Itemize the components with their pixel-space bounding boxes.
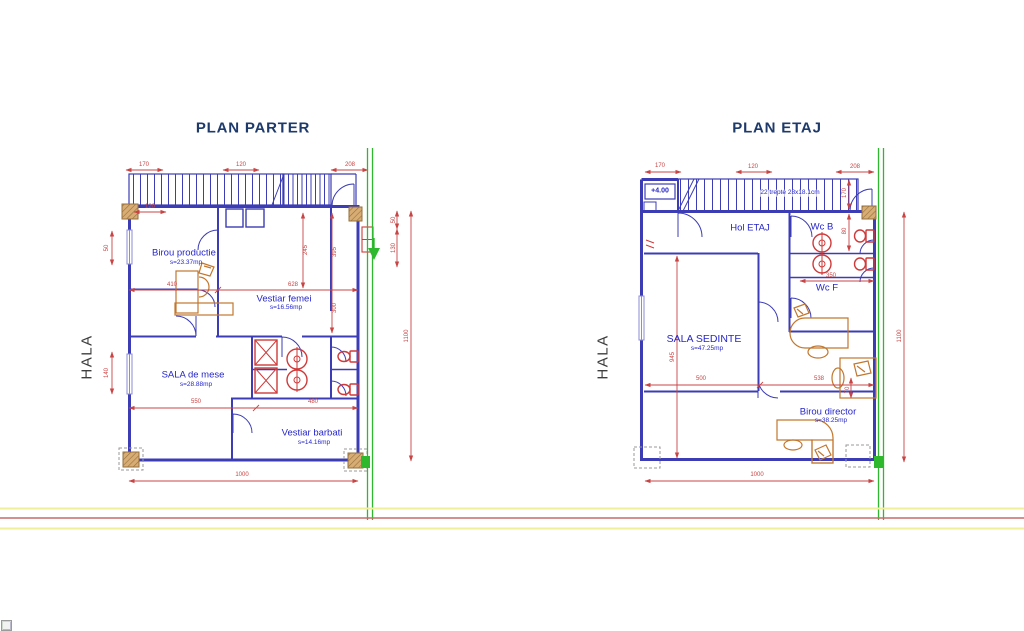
etaj-dimensions (644, 169, 907, 484)
plan-parter-title: PLAN PARTER (195, 119, 311, 137)
room-birou-director-area: s=38.25mp (814, 416, 848, 424)
dim-label: 50 (391, 216, 397, 224)
etaj-fixtures (645, 229, 875, 275)
parter-hala-wall (361, 148, 380, 520)
room-sala-de-mese-area: s=28.88mp (179, 380, 213, 388)
room-wc-b-name: Wc B (810, 221, 834, 233)
dim-label: 395 (332, 246, 338, 258)
dim-label: 410 (166, 282, 178, 288)
parter-stairs (128, 173, 357, 206)
etaj-hala-label: HALA (594, 334, 612, 380)
dim-label: 300 (332, 302, 338, 314)
dim-label: 80 (842, 227, 848, 235)
dim-label: 538 (813, 376, 825, 382)
level-marker: +4.00 (651, 187, 669, 195)
room-hol-etaj-name: Hol ETAJ (730, 222, 770, 234)
room-sala-de-mese-name: SALA de mese (161, 369, 225, 381)
dim-label: 70 (845, 386, 851, 394)
dim-label: 170 (654, 163, 666, 169)
dim-label: 50 (104, 244, 110, 252)
etaj-windows (638, 295, 645, 341)
dim-label: 945 (670, 351, 676, 363)
dim-label: 1100 (404, 329, 410, 343)
dim-label: 500 (695, 376, 707, 382)
parter-hala-label: HALA (78, 334, 96, 380)
room-sala-sedinte-area: s=47.25mp (690, 344, 724, 352)
dim-label: 120 (747, 164, 759, 170)
dim-label: 170 (138, 162, 150, 168)
etaj-walls (640, 178, 876, 461)
broken-image-icon (1, 620, 12, 631)
dim-label: 120 (144, 204, 156, 210)
dim-label: 628 (287, 282, 299, 288)
parter-walls (122, 205, 360, 462)
dim-label: 208 (344, 162, 356, 168)
dim-label: 1000 (750, 472, 764, 478)
dim-label: 208 (849, 164, 861, 170)
dim-label: 245 (303, 244, 309, 256)
room-vestiar-femei-area: s=16.56mp (269, 303, 303, 311)
dim-label: 130 (391, 242, 397, 254)
dim-label: 550 (190, 399, 202, 405)
room-wc-f-name: Wc F (815, 282, 839, 294)
stairs-note: 22 trepte 28x18.1cm (759, 188, 821, 197)
room-birou-director-name: Birou director (799, 406, 857, 418)
dim-label: 120 (235, 162, 247, 168)
etaj-furniture (776, 303, 877, 464)
dim-label: 480 (307, 399, 319, 405)
dim-label: 1100 (897, 329, 903, 343)
dim-label: 170 (842, 187, 848, 199)
etaj-doors (677, 188, 875, 399)
parter-fixtures (254, 226, 374, 396)
door-swing-arrow-icon (368, 238, 380, 260)
room-vestiar-barbati-name: Vestiar barbati (281, 427, 343, 439)
room-vestiar-barbati-area: s=14.16mp (297, 438, 331, 446)
dim-label: 350 (825, 273, 837, 279)
room-sala-sedinte-name: SALA SEDINTE (666, 332, 742, 345)
parter-doors (175, 183, 355, 434)
room-birou-productie-area: s=23.37mp (169, 258, 203, 266)
plan-etaj-title: PLAN ETAJ (732, 119, 822, 137)
dim-label: 140 (104, 367, 110, 379)
room-birou-productie-name: Birou productie (152, 247, 216, 259)
parter-dimensions (109, 167, 414, 484)
etaj-hala-wall (874, 148, 885, 520)
parter-windows (126, 229, 133, 395)
site-marker-lines (0, 507, 1024, 530)
room-vestiar-femei-name: Vestiar femei (256, 293, 312, 305)
dim-label: 1000 (235, 472, 249, 478)
parter-columns (118, 203, 368, 472)
etaj-columns (633, 205, 877, 469)
